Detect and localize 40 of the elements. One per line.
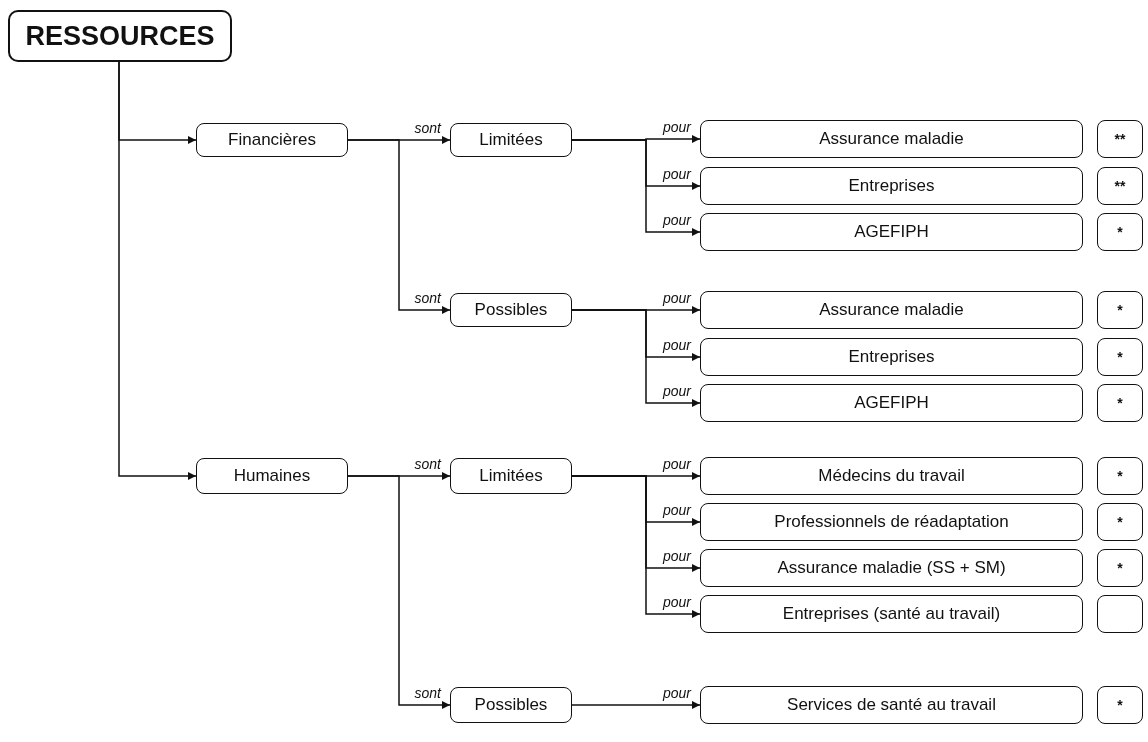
category-box: Financières <box>196 123 348 157</box>
category-box: Possibles <box>450 687 572 723</box>
resource-box: AGEFIPH <box>700 213 1083 251</box>
resource-box: Entreprises (santé au travail) <box>700 595 1083 633</box>
category-box: Limitées <box>450 123 572 157</box>
category-box: Possibles <box>450 293 572 327</box>
connector-arrow <box>118 61 197 480</box>
connector-arrow <box>347 139 451 314</box>
edge-label: sont <box>413 686 442 701</box>
resource-box: Professionnels de réadaptation <box>700 503 1083 541</box>
edge-label: sont <box>413 457 442 472</box>
rating-box: * <box>1097 384 1143 422</box>
rating-box: * <box>1097 338 1143 376</box>
connector-arrow <box>347 475 451 709</box>
connector-arrow <box>571 701 701 709</box>
rating-box: ** <box>1097 167 1143 205</box>
edge-label: sont <box>413 291 442 306</box>
connector-arrow <box>571 475 701 618</box>
category-box: Limitées <box>450 458 572 494</box>
resource-box: Entreprises <box>700 338 1083 376</box>
empty-box <box>1097 595 1143 633</box>
resource-box: Assurance maladie (SS + SM) <box>700 549 1083 587</box>
resource-box: AGEFIPH <box>700 384 1083 422</box>
resource-box: Services de santé au travail <box>700 686 1083 724</box>
edge-label: sont <box>413 121 442 136</box>
category-box: Humaines <box>196 458 348 494</box>
rating-box: * <box>1097 686 1143 724</box>
rating-box: * <box>1097 503 1143 541</box>
root-box: RESSOURCES <box>8 10 232 62</box>
connector-arrow <box>571 309 701 407</box>
resource-box: Assurance maladie <box>700 291 1083 329</box>
resource-box: Assurance maladie <box>700 120 1083 158</box>
resource-box: Entreprises <box>700 167 1083 205</box>
resource-box: Médecins du travail <box>700 457 1083 495</box>
rating-box: * <box>1097 213 1143 251</box>
rating-box: * <box>1097 457 1143 495</box>
rating-box: ** <box>1097 120 1143 158</box>
connector-arrow <box>571 139 701 236</box>
rating-box: * <box>1097 291 1143 329</box>
rating-box: * <box>1097 549 1143 587</box>
